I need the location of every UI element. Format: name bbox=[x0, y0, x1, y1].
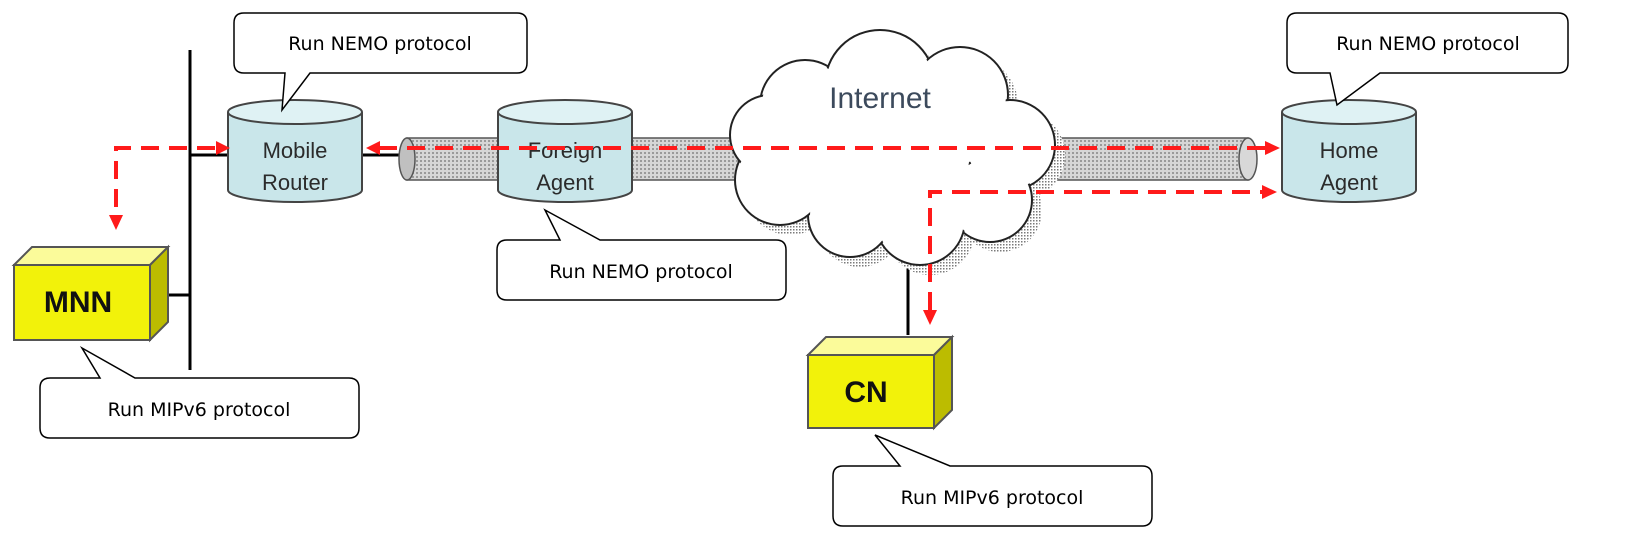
mobile-router-node: Mobile Router bbox=[227, 99, 363, 203]
data-path bbox=[114, 146, 1265, 310]
foreign-agent-node: Foreign Agent bbox=[497, 99, 633, 203]
callout-mnn: Run MIPv6 protocol bbox=[39, 345, 360, 439]
callout-home-agent-text: Run NEMO protocol bbox=[1336, 33, 1520, 55]
callout-mnn-text: Run MIPv6 protocol bbox=[108, 399, 291, 421]
data-path-arrowheads bbox=[109, 141, 1280, 325]
arrowhead-at-mobile-router-right bbox=[216, 141, 230, 155]
arrowhead-at-cn bbox=[923, 310, 937, 325]
mnn-node: MNN bbox=[11, 244, 171, 343]
callout-cn-text: Run MIPv6 protocol bbox=[901, 487, 1084, 509]
tunnel-right bbox=[1039, 137, 1258, 181]
callout-foreign-agent: Run NEMO protocol bbox=[496, 208, 787, 301]
callout-cn: Run MIPv6 protocol bbox=[832, 434, 1153, 527]
home-agent-node: Home Agent bbox=[1281, 99, 1417, 203]
callout-foreign-agent-text: Run NEMO protocol bbox=[549, 261, 733, 283]
arrowhead-at-home-agent-lower bbox=[1262, 185, 1277, 199]
callout-mobile-router-text: Run NEMO protocol bbox=[288, 33, 472, 55]
home-agent-label-line1: Home bbox=[1320, 138, 1379, 163]
arrowhead-at-home-agent bbox=[1265, 141, 1280, 155]
foreign-agent-label-line2: Agent bbox=[536, 170, 594, 195]
mobile-router-label-line1: Mobile bbox=[263, 138, 328, 163]
internet-label: Internet bbox=[829, 82, 931, 115]
cn-node: CN bbox=[805, 334, 955, 431]
callout-home-agent: Run NEMO protocol bbox=[1286, 12, 1569, 107]
data-path-cn-to-ha bbox=[928, 190, 1262, 310]
mnn-label: MNN bbox=[44, 286, 112, 319]
tunnel-middle bbox=[619, 137, 751, 181]
foreign-agent-label-line1: Foreign bbox=[528, 138, 603, 163]
callout-mobile-router: Run NEMO protocol bbox=[233, 12, 528, 113]
tunnel-left bbox=[398, 137, 508, 181]
home-agent-label-line2: Agent bbox=[1320, 170, 1378, 195]
cn-label: CN bbox=[844, 376, 887, 409]
data-path-router-to-mnn bbox=[114, 146, 215, 215]
arrowhead-at-mobile-router-left bbox=[366, 141, 380, 155]
arrowhead-at-mnn bbox=[109, 215, 123, 230]
internet-cloud: Internet bbox=[729, 29, 1065, 275]
mobile-router-label-line2: Router bbox=[262, 170, 328, 195]
